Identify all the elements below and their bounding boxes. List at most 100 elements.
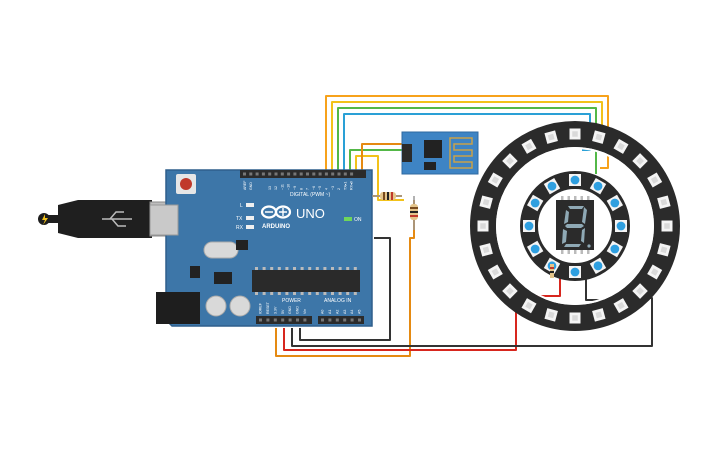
led-rx (246, 225, 254, 229)
wire-orange-right (275, 200, 415, 357)
chip-pin (338, 267, 342, 270)
display-pin (580, 196, 583, 200)
wire-red-power (283, 302, 517, 351)
digital-label: DIGITAL (PWM ~) (290, 192, 330, 198)
seven-segment-display[interactable] (556, 196, 594, 254)
header-hole[interactable] (296, 318, 299, 322)
header-hole[interactable] (331, 172, 335, 176)
resistor-2[interactable] (410, 196, 418, 230)
display-pin (561, 196, 564, 200)
chip-pin (331, 292, 334, 295)
neopixel-chip (660, 246, 668, 254)
header-hole[interactable] (350, 318, 354, 322)
pin-label: GND (288, 306, 292, 314)
usb-jack (149, 204, 179, 236)
header-hole[interactable] (335, 318, 339, 322)
neopixel-chip (636, 287, 644, 295)
chip-pin (300, 267, 304, 270)
chip-pin (308, 292, 312, 295)
display-pin (574, 250, 577, 254)
model-name: UNO (296, 206, 325, 221)
pin-label: A0 (321, 310, 325, 314)
power-jack[interactable] (156, 292, 200, 324)
chip-pin (293, 267, 296, 270)
resistor-1[interactable] (372, 192, 402, 200)
pin-label: A5 (358, 310, 362, 314)
header-hole[interactable] (273, 318, 277, 322)
header-hole[interactable] (261, 172, 265, 176)
display-pin (567, 196, 570, 200)
neopixel-ring-outer[interactable] (470, 121, 680, 331)
header-hole[interactable] (281, 318, 285, 322)
resistor-display[interactable] (550, 264, 554, 278)
header-hole[interactable] (303, 318, 307, 322)
wire-black-display (585, 278, 604, 301)
power-header-holes[interactable] (259, 318, 307, 322)
pin-label: GND (296, 306, 300, 314)
header-hole[interactable] (318, 172, 322, 176)
header-hole[interactable] (343, 172, 347, 176)
atmega-chip (252, 270, 360, 292)
header-hole[interactable] (266, 318, 270, 322)
pin-label: ~9 (293, 186, 297, 190)
header-hole[interactable] (249, 172, 253, 176)
chip-pins-bottom (255, 292, 357, 295)
header-hole[interactable] (293, 172, 297, 176)
header-hole[interactable] (287, 172, 291, 176)
chip-pin (293, 292, 296, 295)
header-hole[interactable] (243, 172, 246, 176)
esp-chip (424, 140, 442, 158)
reset-button-cap[interactable] (180, 178, 192, 190)
header-hole[interactable] (274, 172, 278, 176)
neopixel-led (593, 181, 603, 191)
chip-pin (308, 267, 312, 270)
header-hole[interactable] (324, 172, 328, 176)
header-hole[interactable] (337, 172, 341, 176)
header-hole[interactable] (259, 318, 262, 322)
chip-pin (323, 267, 327, 270)
header-hole[interactable] (312, 172, 316, 176)
pin-label: Vin (303, 309, 307, 314)
header-hole[interactable] (255, 172, 259, 176)
header-hole[interactable] (299, 172, 303, 176)
header-hole[interactable] (343, 318, 347, 322)
neopixel-chip (572, 131, 578, 137)
esp8266-module[interactable] (401, 131, 479, 175)
neopixel-led (610, 244, 620, 254)
chip-pin (353, 292, 357, 295)
analog-header-holes[interactable] (321, 318, 361, 322)
neopixel-chip (595, 311, 603, 319)
wire-black-gnd (299, 237, 391, 341)
chip-pin (338, 292, 342, 295)
neopixel-led (570, 175, 580, 185)
neopixel-led (570, 267, 580, 277)
header-hole[interactable] (268, 172, 272, 176)
display-pin (561, 250, 564, 254)
neopixel-chip (525, 301, 533, 310)
esp-flash (424, 162, 436, 170)
header-hole[interactable] (280, 172, 284, 176)
pin-label: ~11 (280, 184, 284, 190)
chip-pin (262, 267, 266, 270)
header-hole[interactable] (306, 172, 309, 176)
display-pin (580, 250, 583, 254)
header-hole[interactable] (358, 318, 361, 322)
neopixel-led (616, 221, 626, 231)
digital-header-holes[interactable] (243, 172, 354, 176)
neopixel-chip (636, 157, 644, 165)
header-hole[interactable] (321, 318, 324, 322)
display-pin (587, 196, 590, 200)
header-hole[interactable] (288, 318, 292, 322)
neopixel-led (547, 181, 557, 191)
pin-label: 13 (268, 186, 272, 190)
neopixel-chip (617, 142, 625, 151)
neopixel-chip (650, 176, 659, 184)
neopixel-chip (491, 268, 500, 276)
chip-pin (353, 267, 357, 270)
header-hole[interactable] (350, 172, 354, 176)
pin-label: 2 (337, 188, 341, 190)
header-hole[interactable] (328, 318, 332, 322)
